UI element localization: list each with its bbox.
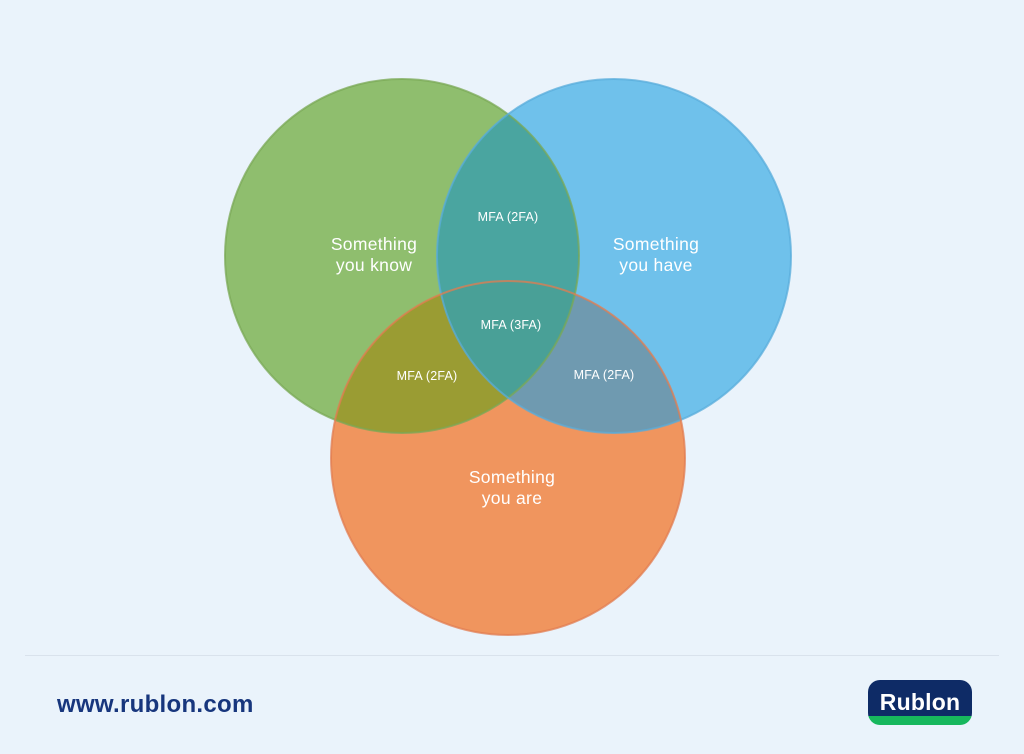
label-have-line1: Something xyxy=(613,234,699,254)
label-mfa-know-have: MFA (2FA) xyxy=(478,210,539,224)
circle-know-outline xyxy=(224,78,580,434)
label-are-line2: you are xyxy=(482,488,542,508)
circle-have-outline xyxy=(436,78,792,434)
label-are-line1: Something xyxy=(469,467,555,487)
label-mfa-know-are: MFA (2FA) xyxy=(397,369,458,383)
overlap-know-are xyxy=(331,281,579,433)
label-know-line2: you know xyxy=(336,255,412,275)
rublon-logo-accent-bar xyxy=(868,716,972,725)
overlap-have-are xyxy=(437,281,685,433)
label-mfa-center: MFA (3FA) xyxy=(481,318,542,332)
label-know-line1: Something xyxy=(331,234,417,254)
label-have-line2: you have xyxy=(619,255,692,275)
footer-divider xyxy=(25,655,999,656)
rublon-logo-background: Rublon xyxy=(868,680,972,716)
label-mfa-have-are: MFA (2FA) xyxy=(574,368,635,382)
rublon-logo-text: Rublon xyxy=(879,689,961,715)
website-url: www.rublon.com xyxy=(57,691,254,718)
rublon-logo: Rublon xyxy=(868,680,972,725)
circle-are-outline xyxy=(330,280,686,636)
